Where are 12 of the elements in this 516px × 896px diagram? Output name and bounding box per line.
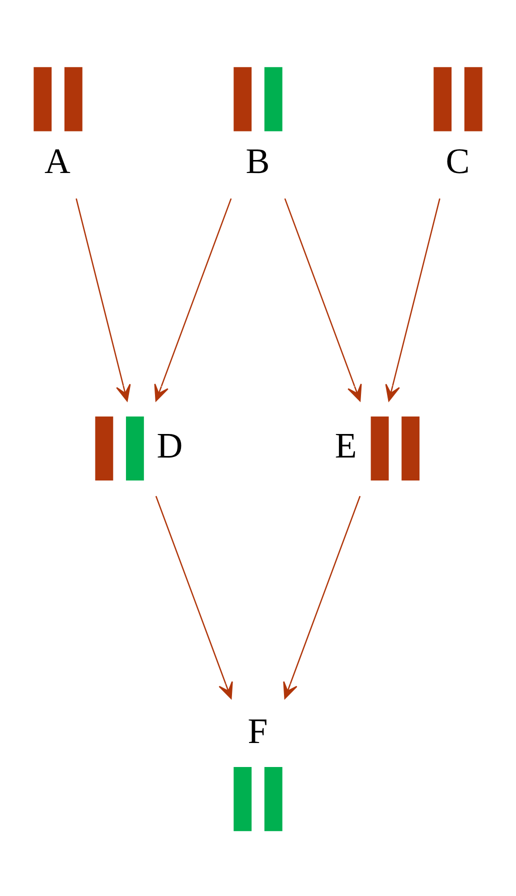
node-label: B	[246, 140, 270, 180]
node-label: C	[446, 140, 470, 180]
arrow	[283, 495, 361, 699]
arrow	[284, 198, 362, 401]
node-label: D	[156, 424, 183, 465]
node-label: E	[334, 424, 357, 465]
node-label: F	[248, 710, 268, 751]
arrow	[385, 198, 440, 401]
node-label: A	[44, 140, 70, 180]
arrow	[76, 198, 131, 401]
arrow	[155, 495, 233, 699]
arrow	[154, 198, 232, 401]
